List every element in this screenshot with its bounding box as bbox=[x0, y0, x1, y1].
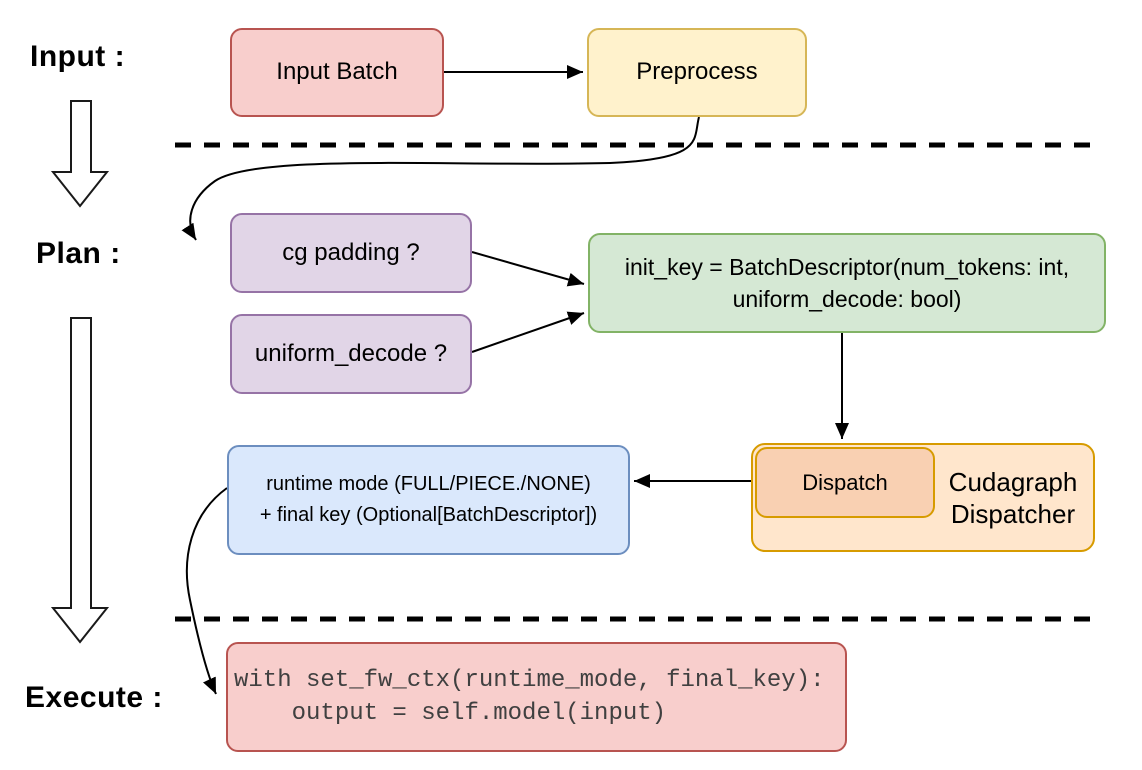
arrow-cgpadding-to-initkey bbox=[471, 251, 585, 287]
node-cudagraph-dispatcher: Dispatch Cudagraph Dispatcher bbox=[751, 443, 1095, 552]
node-runtime-mode: runtime mode (FULL/PIECE./NONE) + final … bbox=[227, 445, 630, 555]
node-dispatch: Dispatch bbox=[755, 447, 935, 518]
node-dispatch-label: Dispatch bbox=[802, 469, 888, 495]
stage-label-input: Input : bbox=[30, 40, 126, 73]
stage-flow-arrow-plan-to-execute-icon bbox=[50, 317, 110, 644]
node-runtime-mode-line2: + final key (Optional[BatchDescriptor]) bbox=[259, 504, 598, 526]
stage-label-execute: Execute : bbox=[25, 681, 163, 714]
node-init-key-line2: uniform_decode: bool) bbox=[732, 286, 962, 312]
cudagraph-dispatcher-line1: Cudagraph bbox=[948, 466, 1078, 497]
cudagraph-dispatcher-line2: Dispatcher bbox=[950, 498, 1076, 529]
node-cg-padding-label: cg padding ? bbox=[282, 238, 420, 266]
cudagraph-dispatcher-title: Cudagraph Dispatcher bbox=[937, 445, 1089, 550]
node-execute-code: with set_fw_ctx(runtime_mode, final_key)… bbox=[226, 642, 847, 752]
stage-flow-arrow-input-to-plan-icon bbox=[50, 100, 110, 208]
node-preprocess-label: Preprocess bbox=[636, 58, 758, 86]
execute-code-line2: output = self.model(input) bbox=[234, 700, 667, 727]
node-uniform-decode-label: uniform_decode ? bbox=[254, 339, 448, 367]
node-init-key-line1: init_key = BatchDescriptor(num_tokens: i… bbox=[624, 254, 1070, 280]
node-init-key: init_key = BatchDescriptor(num_tokens: i… bbox=[588, 233, 1106, 333]
node-input-batch-label: Input Batch bbox=[276, 58, 398, 86]
node-uniform-decode: uniform_decode ? bbox=[230, 314, 472, 394]
node-input-batch: Input Batch bbox=[230, 28, 444, 117]
node-preprocess: Preprocess bbox=[587, 28, 807, 117]
execute-code-line1: with set_fw_ctx(runtime_mode, final_key)… bbox=[234, 667, 825, 694]
stage-label-plan: Plan : bbox=[36, 237, 121, 270]
node-runtime-mode-line1: runtime mode (FULL/PIECE./NONE) bbox=[266, 473, 591, 495]
arrow-uniformdecode-to-initkey bbox=[471, 311, 585, 353]
arrow-runtimemode-to-executecode bbox=[185, 487, 228, 695]
node-cg-padding: cg padding ? bbox=[230, 213, 472, 293]
